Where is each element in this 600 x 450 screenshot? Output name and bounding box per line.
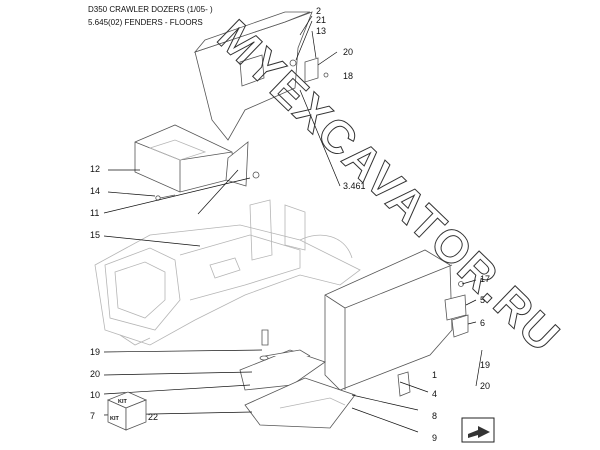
callout-20-left: 20	[90, 369, 100, 379]
kit-icon: KIT KIT	[106, 391, 148, 431]
next-page-arrow-icon[interactable]	[461, 417, 495, 443]
tank-cover-1	[324, 249, 453, 397]
callout-7: 7	[90, 411, 95, 421]
callout-9: 9	[432, 433, 437, 443]
callout-11: 11	[90, 208, 99, 218]
fender-plate-2	[193, 11, 313, 141]
leader-lines	[103, 15, 483, 433]
callout-10: 10	[90, 390, 100, 400]
callout-12: 12	[90, 164, 100, 174]
callout-3-461: 3.461	[343, 181, 366, 191]
callout-4: 4	[432, 389, 437, 399]
callout-20-right: 20	[480, 381, 490, 391]
floor-plate-7	[244, 377, 356, 429]
callout-19-right: 19	[480, 360, 490, 370]
callout-15: 15	[90, 230, 100, 240]
bolt-19-left	[259, 329, 269, 361]
callout-5: 5	[480, 295, 485, 305]
section-title: 5.645(02) FENDERS - FLOORS	[88, 18, 203, 27]
bracket-upper	[289, 57, 329, 83]
diagram-title: D350 CRAWLER DOZERS (1/05- )	[88, 5, 213, 14]
callout-18: 18	[343, 71, 353, 81]
callout-22: 22	[148, 412, 158, 422]
callout-13: 13	[316, 26, 326, 36]
callout-8: 8	[432, 411, 437, 421]
callout-2: 2	[316, 6, 321, 16]
floor-plate-10	[239, 349, 326, 391]
callout-17: 17	[480, 274, 490, 284]
kit-label-top: KIT	[118, 399, 128, 405]
kit-label-side: KIT	[110, 416, 120, 422]
callout-20-upper: 20	[343, 47, 353, 57]
callout-14: 14	[90, 186, 100, 196]
bolt-14	[155, 194, 176, 201]
floor-step-12	[134, 124, 236, 193]
callout-6: 6	[480, 318, 485, 328]
callout-1: 1	[432, 370, 437, 380]
callout-21: 21	[316, 15, 326, 25]
side-plate-11	[225, 141, 260, 187]
callout-19-left: 19	[90, 347, 100, 357]
callout-labels: 2 21 13 20 18 3.461 12 14 11 15 17 5 6 1…	[90, 6, 490, 443]
plates-5-6	[444, 281, 469, 338]
chassis-frame	[94, 199, 361, 346]
